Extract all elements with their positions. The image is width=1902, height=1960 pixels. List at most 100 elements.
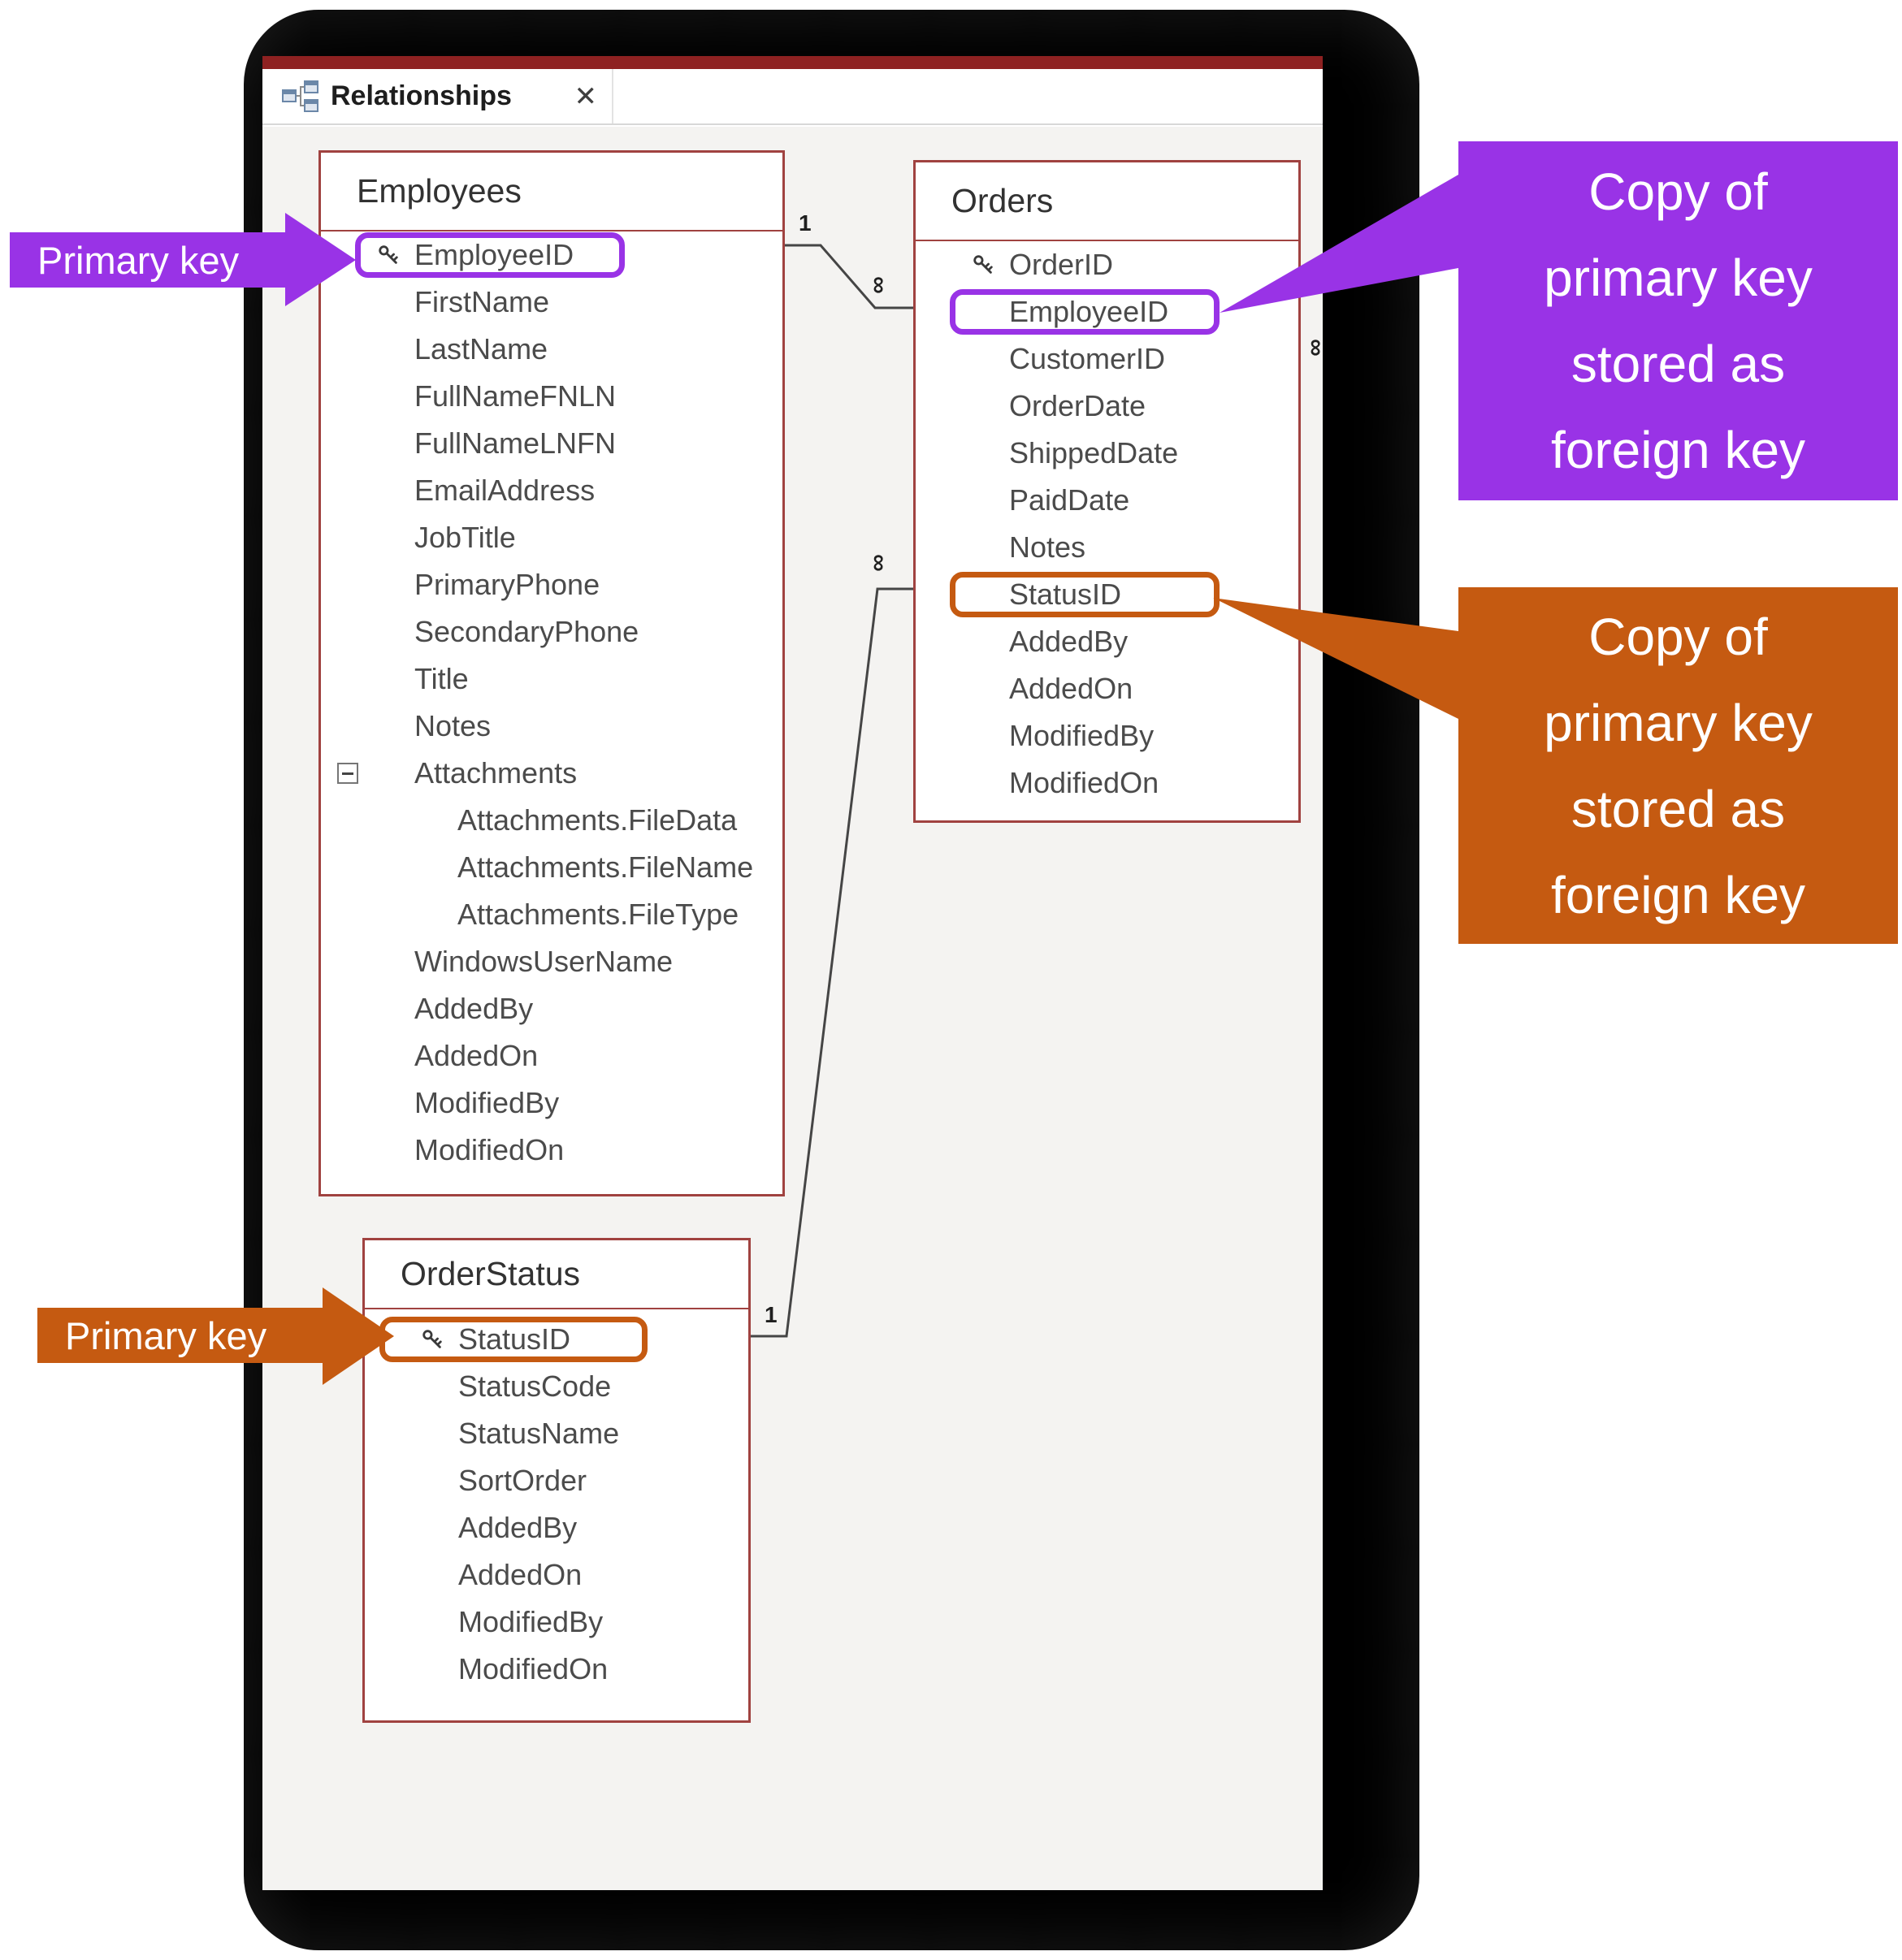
field-StatusCode[interactable]: StatusCode bbox=[365, 1363, 748, 1410]
cardinality-many-icon-cropped: ∞ bbox=[1302, 339, 1323, 356]
field-label: Attachments.FileName bbox=[457, 850, 754, 884]
field-label: ModifiedOn bbox=[458, 1652, 609, 1685]
field-label: AddedOn bbox=[458, 1558, 583, 1591]
field-label: PaidDate bbox=[1009, 483, 1130, 517]
field-StatusID[interactable]: StatusID bbox=[916, 571, 1298, 618]
window-accent-bar bbox=[262, 56, 1323, 69]
field-AddedOn[interactable]: AddedOn bbox=[916, 665, 1298, 712]
table-title-orders[interactable]: Orders bbox=[916, 162, 1298, 241]
callout-line: foreign key bbox=[1550, 421, 1806, 479]
field-StatusID[interactable]: StatusID bbox=[365, 1316, 748, 1363]
cardinality-one-label: 1 bbox=[799, 210, 812, 236]
field-Attachments[interactable]: Attachments bbox=[321, 750, 782, 797]
field-JobTitle[interactable]: JobTitle bbox=[321, 514, 782, 561]
field-EmployeeID[interactable]: EmployeeID bbox=[321, 231, 782, 279]
relationship-lines[interactable] bbox=[262, 127, 1323, 1890]
field-EmployeeID[interactable]: EmployeeID bbox=[916, 288, 1298, 335]
field-PrimaryPhone[interactable]: PrimaryPhone bbox=[321, 561, 782, 608]
callout-line: foreign key bbox=[1550, 865, 1806, 924]
field-FirstName[interactable]: FirstName bbox=[321, 279, 782, 326]
field-SortOrder[interactable]: SortOrder bbox=[365, 1457, 748, 1504]
field-ModifiedBy[interactable]: ModifiedBy bbox=[916, 712, 1298, 759]
field-Attachments.FileName[interactable]: Attachments.FileName bbox=[321, 844, 782, 891]
field-StatusName[interactable]: StatusName bbox=[365, 1410, 748, 1457]
callout-line: Copy of bbox=[1588, 162, 1768, 221]
field-label: OrderID bbox=[1009, 248, 1114, 281]
field-AddedOn[interactable]: AddedOn bbox=[321, 1032, 782, 1080]
field-SecondaryPhone[interactable]: SecondaryPhone bbox=[321, 608, 782, 655]
field-Title[interactable]: Title bbox=[321, 655, 782, 703]
relationships-icon bbox=[282, 80, 318, 112]
field-Attachments.FileData[interactable]: Attachments.FileData bbox=[321, 797, 782, 844]
field-label: FullNameLNFN bbox=[414, 426, 617, 460]
field-Attachments.FileType[interactable]: Attachments.FileType bbox=[321, 891, 782, 938]
orange-highlight-box bbox=[950, 572, 1220, 617]
field-label: StatusID bbox=[458, 1322, 571, 1356]
field-EmailAddress[interactable]: EmailAddress bbox=[321, 467, 782, 514]
field-label: EmployeeID bbox=[414, 238, 574, 271]
field-ModifiedBy[interactable]: ModifiedBy bbox=[365, 1599, 748, 1646]
field-label: ModifiedOn bbox=[1009, 766, 1159, 799]
field-AddedOn[interactable]: AddedOn bbox=[365, 1551, 748, 1599]
callout-line: primary key bbox=[1544, 693, 1813, 752]
field-Notes[interactable]: Notes bbox=[321, 703, 782, 750]
purple-highlight-box bbox=[355, 232, 625, 278]
field-label: AddedBy bbox=[458, 1511, 578, 1544]
field-label: EmailAddress bbox=[414, 474, 596, 507]
field-label: FullNameFNLN bbox=[414, 379, 617, 413]
field-ModifiedOn[interactable]: ModifiedOn bbox=[365, 1646, 748, 1693]
field-AddedBy[interactable]: AddedBy bbox=[321, 985, 782, 1032]
collapse-minus-icon[interactable] bbox=[337, 763, 358, 784]
field-WindowsUserName[interactable]: WindowsUserName bbox=[321, 938, 782, 985]
field-label: OrderDate bbox=[1009, 389, 1146, 422]
field-LastName[interactable]: LastName bbox=[321, 326, 782, 373]
field-AddedBy[interactable]: AddedBy bbox=[365, 1504, 748, 1551]
field-label: SecondaryPhone bbox=[414, 615, 639, 648]
field-PaidDate[interactable]: PaidDate bbox=[916, 477, 1298, 524]
field-label: AddedOn bbox=[414, 1039, 539, 1072]
foreign-key-callout-orange: Copy of primary key stored as foreign ke… bbox=[1458, 587, 1898, 944]
callout-line: stored as bbox=[1571, 335, 1786, 393]
table-title-employees[interactable]: Employees bbox=[321, 153, 782, 231]
field-OrderDate[interactable]: OrderDate bbox=[916, 383, 1298, 430]
field-ModifiedBy[interactable]: ModifiedBy bbox=[321, 1080, 782, 1127]
close-tab-icon[interactable]: ✕ bbox=[574, 80, 598, 112]
field-label: JobTitle bbox=[414, 521, 516, 554]
field-FullNameLNFN[interactable]: FullNameLNFN bbox=[321, 420, 782, 467]
field-label: ShippedDate bbox=[1009, 436, 1179, 469]
field-ModifiedOn[interactable]: ModifiedOn bbox=[321, 1127, 782, 1174]
field-label: AddedBy bbox=[414, 992, 534, 1025]
relationship-line-employees-orders bbox=[785, 244, 913, 309]
access-window: Relationships ✕ 1 ∞ 1 ∞ ∞ EmployeesEmplo… bbox=[262, 56, 1323, 1890]
field-CustomerID[interactable]: CustomerID bbox=[916, 335, 1298, 383]
cardinality-one-label: 1 bbox=[765, 1302, 778, 1327]
field-label: StatusCode bbox=[458, 1369, 612, 1403]
foreign-key-callout-purple: Copy of primary key stored as foreign ke… bbox=[1458, 141, 1898, 500]
field-Notes[interactable]: Notes bbox=[916, 524, 1298, 571]
field-OrderID[interactable]: OrderID bbox=[916, 241, 1298, 288]
field-label: WindowsUserName bbox=[414, 945, 674, 978]
relationship-canvas[interactable]: 1 ∞ 1 ∞ ∞ EmployeesEmployeeIDFirstNameLa… bbox=[262, 127, 1323, 1890]
field-label: LastName bbox=[414, 332, 548, 366]
callout-line: primary key bbox=[1544, 249, 1813, 307]
tab-strip: Relationships ✕ bbox=[262, 69, 1323, 125]
cardinality-many-icon: ∞ bbox=[865, 554, 893, 572]
field-ModifiedOn[interactable]: ModifiedOn bbox=[916, 759, 1298, 807]
field-label: Notes bbox=[1009, 530, 1086, 564]
tab-title: Relationships bbox=[331, 80, 512, 111]
field-label: SortOrder bbox=[458, 1464, 587, 1497]
relationship-line-orderstatus-orders bbox=[751, 587, 913, 1338]
field-ShippedDate[interactable]: ShippedDate bbox=[916, 430, 1298, 477]
tab-relationships[interactable]: Relationships ✕ bbox=[262, 69, 613, 123]
field-AddedBy[interactable]: AddedBy bbox=[916, 618, 1298, 665]
table-title-orderstatus[interactable]: OrderStatus bbox=[365, 1240, 748, 1309]
field-label: EmployeeID bbox=[1009, 295, 1169, 328]
field-label: StatusID bbox=[1009, 578, 1122, 611]
field-label: Attachments.FileType bbox=[457, 898, 739, 931]
field-FullNameFNLN[interactable]: FullNameFNLN bbox=[321, 373, 782, 420]
